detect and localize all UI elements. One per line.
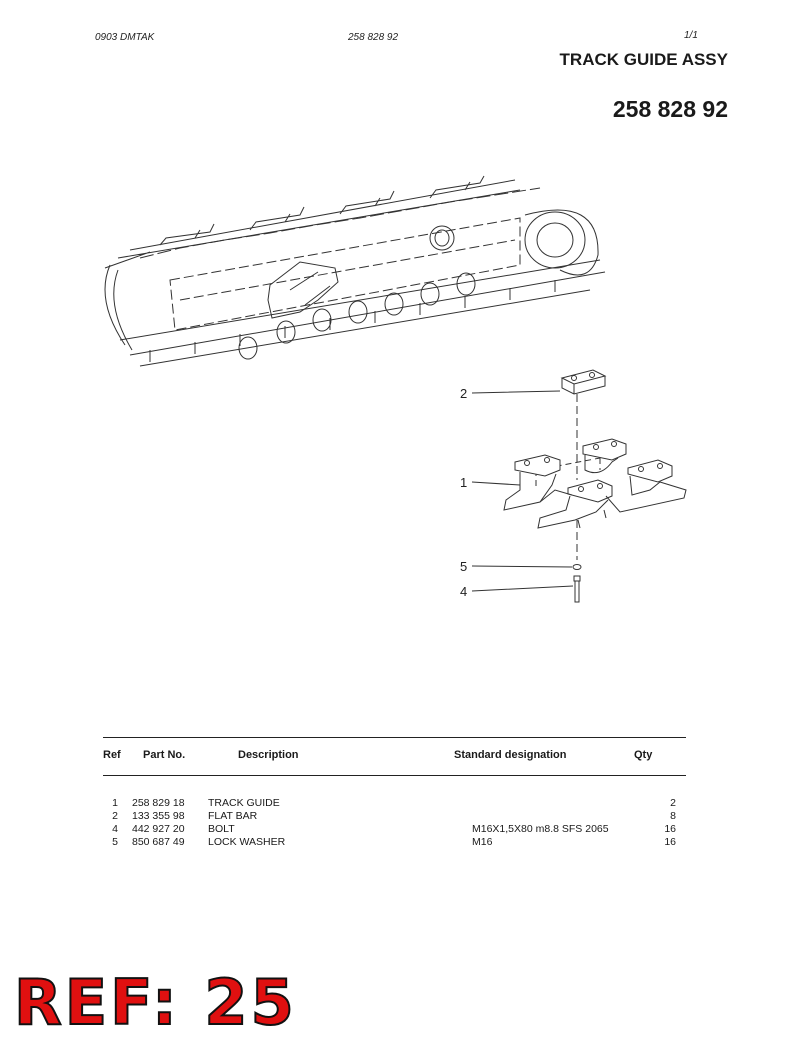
exploded-parts <box>471 369 687 603</box>
table-header-rule <box>103 775 686 776</box>
ref-stamp: REF: 25 <box>13 966 297 1039</box>
frame-boss <box>429 225 455 251</box>
leader-lines <box>471 390 574 592</box>
column-header-qty: Qty <box>634 749 653 761</box>
row-qty: 2 <box>670 797 676 809</box>
header-page: 1/1 <box>684 30 698 41</box>
table-row: 4 442 927 20 BOLT M16X1,5X80 m8.8 SFS 20… <box>0 823 794 836</box>
flat-bar-part <box>560 369 607 395</box>
table-row: 1 258 829 18 TRACK GUIDE 2 <box>0 797 794 810</box>
exploded-view-drawing: 2 1 5 4 <box>104 175 687 603</box>
parts-table-body: 1 258 829 18 TRACK GUIDE 2 2 133 355 98 … <box>0 797 794 849</box>
bolt-part <box>573 575 581 603</box>
column-header-part-no: Part No. <box>143 749 186 761</box>
column-header-standard: Standard designation <box>454 749 567 761</box>
assembly-part-number: 258 828 92 <box>612 96 728 122</box>
row-ref: 2 <box>112 810 118 822</box>
row-qty: 8 <box>670 810 676 822</box>
lock-washer-part <box>572 564 582 570</box>
row-ref: 1 <box>112 797 118 809</box>
row-qty: 16 <box>664 836 676 848</box>
track-shoes-top <box>104 175 541 269</box>
row-ref: 5 <box>112 836 118 848</box>
row-part-no: 442 927 20 <box>132 823 185 835</box>
row-part-no: 133 355 98 <box>132 810 185 822</box>
header-number: 258 828 92 <box>348 32 399 43</box>
column-header-description: Description <box>238 749 299 761</box>
row-qty: 16 <box>664 823 676 835</box>
row-part-no: 258 829 18 <box>132 797 185 809</box>
track-front-curve <box>104 264 133 351</box>
table-top-rule <box>103 737 686 738</box>
row-description: LOCK WASHER <box>208 836 286 848</box>
callout-ref-2: 2 <box>460 386 467 401</box>
table-row: 2 133 355 98 FLAT BAR 8 <box>0 810 794 823</box>
table-row: 5 850 687 49 LOCK WASHER M16 16 <box>0 836 794 849</box>
row-standard: M16 <box>472 836 493 848</box>
track-frame <box>169 217 521 331</box>
row-description: TRACK GUIDE <box>208 797 280 809</box>
frame-bracket <box>267 261 339 319</box>
crawler-track-illustration <box>104 175 606 367</box>
row-standard: M16X1,5X80 m8.8 SFS 2065 <box>472 823 609 835</box>
row-description: FLAT BAR <box>208 810 258 822</box>
page-title: TRACK GUIDE ASSY <box>559 50 728 69</box>
row-description: BOLT <box>208 823 235 835</box>
rear-idler <box>524 211 586 269</box>
callout-ref-5: 5 <box>460 559 467 574</box>
header-code: 0903 DMTAK <box>95 32 155 43</box>
row-ref: 4 <box>112 823 118 835</box>
track-guide-part <box>503 438 687 529</box>
track-rollers <box>238 272 476 360</box>
callout-ref-1: 1 <box>460 475 467 490</box>
callout-ref-4: 4 <box>460 584 467 599</box>
row-part-no: 850 687 49 <box>132 836 185 848</box>
column-header-ref: Ref <box>103 749 121 761</box>
